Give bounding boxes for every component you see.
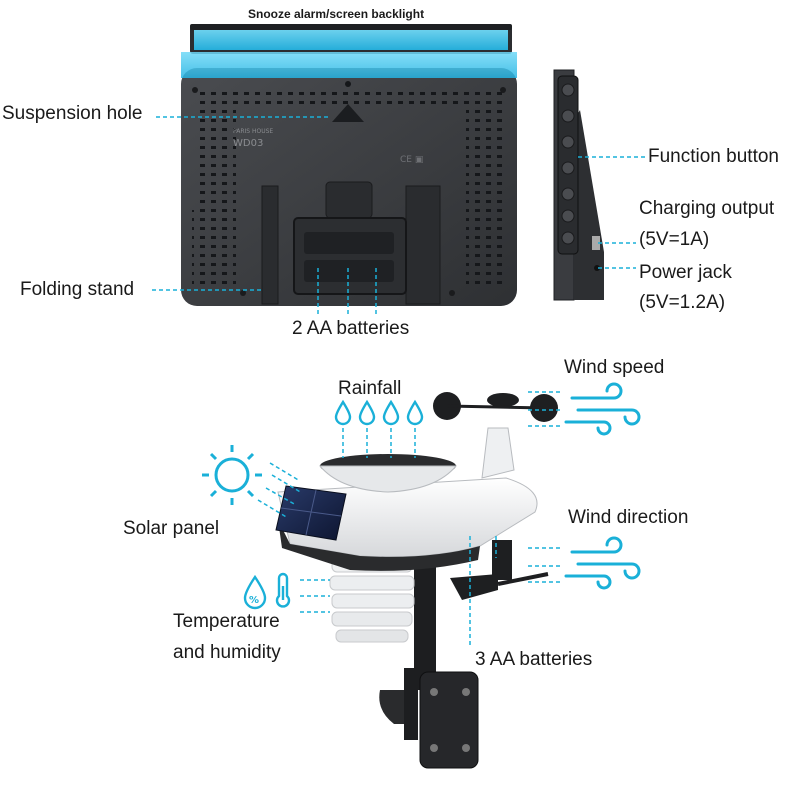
humidity-symbol: % [249, 595, 259, 606]
label-suspension-hole: Suspension hole [2, 103, 143, 124]
backlight-glow [181, 52, 517, 78]
sensor-leader-lines [257, 391, 560, 648]
wind-speed-icon [564, 382, 641, 436]
label-power-jack: Power jack [639, 262, 732, 283]
label-function-button: Function button [648, 146, 779, 167]
svg-text:PARIS HOUSE: PARIS HOUSE [233, 128, 273, 135]
wind-direction-icon [564, 536, 641, 590]
mounting-pole [379, 560, 479, 769]
label-temperature: Temperature [173, 611, 280, 632]
label-console-batteries: 2 AA batteries [292, 318, 410, 339]
thermometer-icon [275, 572, 291, 608]
label-humidity: and humidity [173, 642, 281, 663]
sun-icon [202, 445, 262, 505]
vent-grid-right [466, 88, 506, 288]
console-leader-lines [152, 116, 646, 316]
label-wind-speed: Wind speed [564, 357, 665, 378]
model-code: WD03 [233, 138, 263, 149]
wind-vane-tail [450, 574, 498, 600]
raindrop-icons [334, 399, 424, 426]
label-solar-panel: Solar panel [123, 518, 220, 539]
vent-grid-bottom-left [192, 210, 230, 288]
vent-grid-top [236, 88, 466, 110]
sensor-body [275, 392, 558, 600]
label-power-spec: (5V=1.2A) [639, 292, 726, 313]
console-back-view: PARIS HOUSE WD03 CE ▣ [181, 24, 517, 306]
label-folding-stand: Folding stand [20, 279, 135, 300]
humidity-icon: % [243, 574, 267, 610]
label-charging-output: Charging output [639, 198, 775, 219]
label-sensor-batteries: 3 AA batteries [475, 649, 593, 670]
label-rainfall: Rainfall [338, 378, 402, 399]
usb-charging-port [592, 236, 600, 250]
label-charging-spec: (5V=1A) [639, 229, 710, 250]
backlight-bar [190, 24, 512, 54]
function-buttons [561, 83, 575, 245]
svg-text:CE ▣: CE ▣ [400, 155, 423, 165]
anemometer-arm [481, 427, 515, 479]
anemometer-cup-3 [487, 393, 519, 407]
folding-stand [261, 181, 441, 305]
label-wind-direction: Wind direction [568, 507, 689, 528]
label-snooze-backlight: Snooze alarm/screen backlight [248, 7, 425, 21]
console-side-view [553, 69, 604, 301]
suspension-hole [332, 81, 364, 122]
wind-vane-post [492, 540, 512, 580]
battery-compartment [293, 217, 407, 295]
power-jack-port [594, 265, 600, 271]
